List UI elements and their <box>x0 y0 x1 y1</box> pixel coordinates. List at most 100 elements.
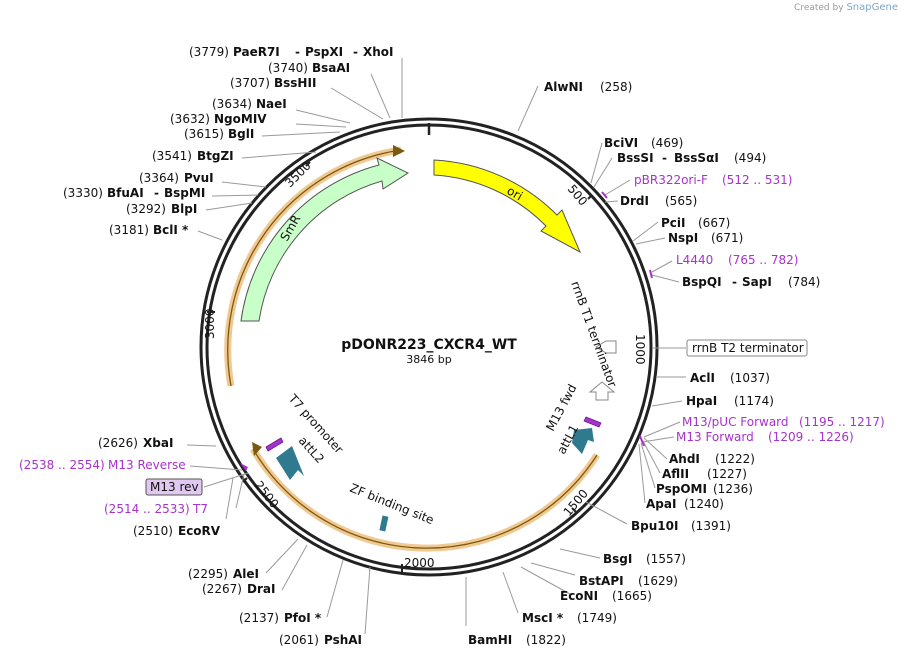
site-drdi: DrdI (565) <box>620 194 697 208</box>
site-alei: (2295) AleI <box>188 567 259 581</box>
site-econi: EcoNI (1665) <box>560 589 652 603</box>
rrnb-t1-icon <box>595 340 617 354</box>
primer-name: M13 Forward <box>676 430 754 444</box>
site-name: MscI * <box>522 611 564 625</box>
site-pos: (1227) <box>707 467 747 481</box>
attl2-arrow <box>276 446 304 480</box>
primer-name: M13/pUC Forward <box>682 415 789 429</box>
site-pos: (1391) <box>691 519 731 533</box>
site-name-extra: PspXI <box>305 45 343 59</box>
site-name: BssHII <box>274 76 316 90</box>
site-name: AlwNI <box>544 80 583 94</box>
site-ngomiv: (3632) NgoMIV <box>170 112 267 126</box>
site-name-extra: XhoI <box>363 45 394 59</box>
rrnb-t2-icon <box>588 381 616 401</box>
site-name: NaeI <box>256 97 287 111</box>
site-pos: (2137) <box>239 611 279 625</box>
site-pos: (565) <box>665 194 697 208</box>
site-pvui: (3364) PvuI <box>139 171 214 185</box>
site-blpi: (3292) BlpI <box>126 202 197 216</box>
site-pshai: (2061) PshAI <box>279 633 362 647</box>
site-paer7i: (3779) PaeR7I - PspXI - XhoI <box>189 45 394 59</box>
site-nspi: NspI (671) <box>668 231 743 245</box>
site-drai: (2267) DraI <box>202 582 275 596</box>
site-name: PshAI <box>324 633 362 647</box>
site-bsshii: (3707) BssHII <box>230 76 316 90</box>
primer-site-mark-l4440 <box>649 269 653 279</box>
site-bstapi: BstAPI (1629) <box>579 574 678 588</box>
site-pos: (1749) <box>577 611 617 625</box>
site-pos: (1665) <box>612 589 652 603</box>
primer-range: (765 .. 782) <box>728 253 798 267</box>
orf-arc-lower <box>249 447 600 552</box>
site-bspqi: BspQI - SapI (784) <box>682 275 820 289</box>
site-name: HpaI <box>686 394 717 408</box>
tick-500: 500 <box>565 182 590 209</box>
tick-3000: 3000 <box>203 308 217 339</box>
site-pos: (2061) <box>279 633 319 647</box>
site-ecorv: (2510) EcoRV <box>133 524 221 538</box>
site-bgli: (3615) BglI <box>184 127 254 141</box>
site-bcivi: BciVI (469) <box>604 136 683 150</box>
primer-site-mark-pbr322 <box>601 191 608 199</box>
site-name: BfuAI <box>107 186 144 200</box>
credit-prefix: Created by <box>794 3 844 13</box>
site-ahdi: AhdI (1222) <box>669 452 755 466</box>
tick-mark-500 <box>587 194 593 200</box>
site-bpu10i: Bpu10I (1391) <box>631 519 731 533</box>
site-pos: (671) <box>711 231 743 245</box>
primer-site-mark-m13 <box>639 435 645 447</box>
site-sep: - <box>154 186 159 200</box>
orf-arc-lower-core <box>252 448 598 549</box>
site-msci: MscI * (1749) <box>522 611 617 625</box>
site-pfoi: (2137) PfoI * <box>239 611 322 625</box>
site-pos: (1822) <box>526 633 566 647</box>
tick-1000: 1000 <box>633 334 647 365</box>
site-apai: ApaI (1240) <box>646 497 724 511</box>
orf-arrow-head-lower <box>252 442 262 456</box>
site-bamhi: BamHI (1822) <box>468 633 566 647</box>
site-pos: (3181) <box>109 223 149 237</box>
site-name: BtgZI <box>197 149 234 163</box>
site-pos: (3330) <box>63 186 103 200</box>
site-name: PaeR7I <box>233 45 280 59</box>
site-sep: - <box>295 45 300 59</box>
primer-range: (512 .. 531) <box>722 173 792 187</box>
site-bsaai: (3740) BsaAI <box>268 61 350 75</box>
primer-l4440: L4440 (765 .. 782) <box>676 253 798 267</box>
primer-name: L4440 <box>676 253 713 267</box>
site-pos: (3364) <box>139 171 179 185</box>
site-name: BciVI <box>604 136 638 150</box>
site-pos: (494) <box>734 151 766 165</box>
smr-arrow <box>240 157 410 322</box>
t7-primer-arrow <box>265 437 284 452</box>
site-name: BclI * <box>153 223 189 237</box>
primer-range: (1209 .. 1226) <box>768 430 854 444</box>
plasmid-size: 3846 bp <box>406 353 451 366</box>
primer-name: T7 <box>192 502 208 516</box>
site-bsgi: BsgI (1557) <box>603 552 686 566</box>
site-hpai: HpaI (1174) <box>686 394 774 408</box>
site-pos: (1236) <box>713 482 753 496</box>
site-pos: (3292) <box>126 202 166 216</box>
leader-lines <box>186 58 686 635</box>
primer-m13-forward: M13 Forward (1209 .. 1226) <box>676 430 854 444</box>
site-pos: (2626) <box>98 436 138 450</box>
site-pos: (3615) <box>184 127 224 141</box>
site-name: ApaI <box>646 497 676 511</box>
site-name: EcoRV <box>178 524 221 538</box>
site-pos: (2510) <box>133 524 173 538</box>
site-name: BssSI <box>617 151 654 165</box>
m13-rev-box: M13 rev <box>145 478 203 496</box>
site-sep: - <box>732 275 737 289</box>
primer-range: (1195 .. 1217) <box>799 415 885 429</box>
site-name: BlpI <box>171 202 197 216</box>
site-name: BstAPI <box>579 574 624 588</box>
site-pos: (2267) <box>202 582 242 596</box>
site-pos: (3541) <box>152 149 192 163</box>
tick-mark-2500 <box>242 477 248 483</box>
m13-rev-label: M13 rev <box>150 480 199 494</box>
site-name: BsgI <box>603 552 632 566</box>
site-pos: (1629) <box>638 574 678 588</box>
site-name: PvuI <box>184 171 214 185</box>
